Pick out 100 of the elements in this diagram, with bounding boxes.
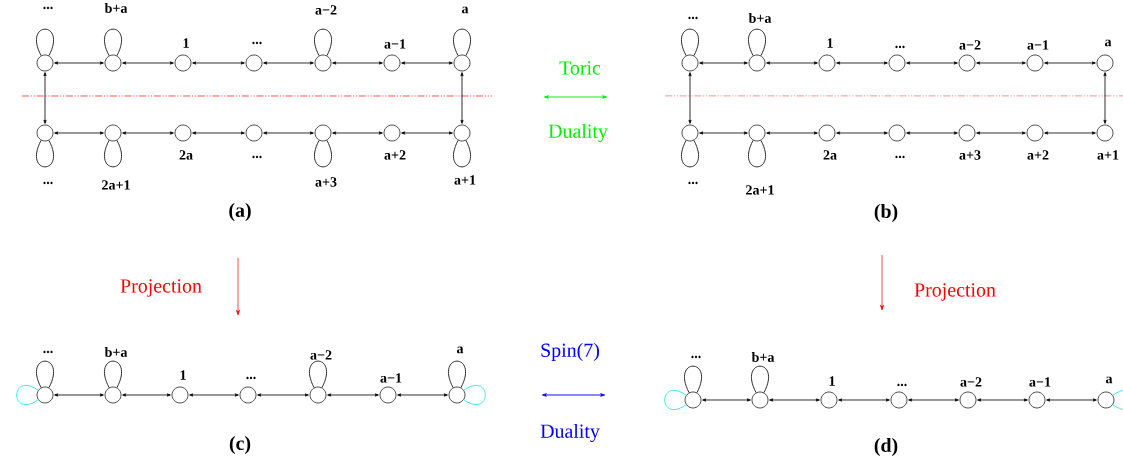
self-loop — [36, 360, 54, 389]
arrow — [1044, 131, 1096, 135]
arrow — [192, 131, 245, 135]
node-label: ... — [246, 376, 256, 380]
node-label: a−2 — [315, 5, 337, 15]
arrow — [688, 72, 692, 124]
node-label: ... — [43, 181, 53, 185]
node-label: ... — [43, 6, 53, 10]
projection-label: Projection — [120, 279, 202, 297]
self-loop — [36, 28, 54, 57]
node-label: b+a — [751, 352, 775, 362]
arrow — [401, 131, 453, 135]
duality-label: Duality — [540, 423, 600, 443]
arrow — [192, 61, 245, 65]
node-label: ... — [897, 383, 907, 387]
arrow — [332, 61, 383, 65]
node-label: a+3 — [315, 177, 337, 187]
self-loop — [748, 28, 766, 57]
self-loop — [453, 28, 471, 57]
self-loop — [463, 384, 486, 406]
arrow — [122, 393, 171, 397]
node-label: ... — [895, 155, 905, 159]
node-label: a — [1104, 39, 1112, 47]
node-label: a+3 — [959, 150, 981, 160]
projection-label: Projection — [914, 283, 996, 301]
panel-caption: (a) — [229, 202, 251, 222]
node-label: b+a — [748, 13, 772, 23]
node-label: a — [1105, 376, 1113, 384]
node-label: a+2 — [384, 150, 406, 160]
self-loop — [309, 360, 327, 389]
arrow — [976, 131, 1026, 135]
self-loop — [448, 360, 466, 389]
arrow — [401, 61, 453, 65]
node-label: b+a — [104, 347, 128, 357]
node-label: a−1 — [1027, 40, 1049, 50]
arrow — [257, 393, 309, 397]
node-label: a−1 — [384, 39, 406, 49]
arrow — [54, 131, 104, 135]
arrow — [699, 131, 748, 135]
node-label: 2a+1 — [102, 180, 130, 190]
node-label: ... — [688, 181, 698, 185]
arrow — [836, 131, 888, 135]
self-loop — [104, 139, 122, 168]
node-label: 2a — [179, 150, 193, 160]
arrow — [1044, 61, 1096, 65]
arrow — [332, 131, 383, 135]
panel-caption: (b) — [874, 203, 898, 223]
arrow — [838, 398, 890, 402]
arrow — [906, 61, 958, 65]
node-label: ... — [895, 45, 905, 49]
duality-label: Toric — [559, 61, 601, 75]
node-label: 2a+1 — [746, 185, 774, 195]
node-label: ... — [691, 355, 701, 359]
node-label: a+1 — [454, 175, 476, 185]
self-loop — [664, 389, 687, 411]
node-label: a — [461, 6, 469, 14]
arrow — [976, 61, 1026, 65]
self-loop — [104, 360, 122, 389]
node-label: ... — [43, 350, 53, 354]
self-loop — [681, 28, 699, 57]
self-loop — [751, 365, 769, 394]
node-label: a−1 — [1029, 377, 1051, 387]
arrow — [460, 72, 464, 124]
self-loop — [1112, 389, 1123, 411]
arrow — [327, 393, 379, 397]
arrow — [836, 61, 888, 65]
arrow — [189, 393, 239, 397]
node-label: a−2 — [310, 350, 332, 360]
duality-label: Spin(7) — [541, 342, 599, 362]
panel-caption: (c) — [229, 435, 251, 454]
arrow — [766, 61, 818, 65]
self-loop — [104, 28, 122, 57]
arrow — [1046, 398, 1097, 402]
node-label: b+a — [104, 3, 128, 13]
arrow — [702, 398, 751, 402]
node-label: ... — [252, 155, 262, 159]
self-loop — [36, 139, 54, 168]
node-label: a — [456, 346, 464, 354]
node-label: 1 — [180, 370, 186, 380]
arrow — [54, 61, 104, 65]
arrow — [397, 393, 448, 397]
node-label: ... — [688, 16, 698, 20]
self-loop — [16, 384, 39, 406]
panel-caption: (d) — [874, 437, 898, 456]
arrow — [769, 398, 820, 402]
arrow — [977, 398, 1028, 402]
duality-label: Duality — [548, 123, 608, 143]
self-loop — [314, 139, 332, 168]
node-label: 2a — [823, 150, 837, 160]
node-label: a+2 — [1027, 150, 1049, 160]
arrow — [263, 61, 314, 65]
arrow — [43, 72, 47, 124]
arrow — [122, 131, 174, 135]
arrow — [122, 61, 174, 65]
node-label: a−2 — [960, 377, 982, 387]
self-loop — [748, 139, 766, 168]
self-loop — [684, 365, 702, 394]
self-loop — [314, 28, 332, 57]
node-label: ... — [252, 41, 262, 45]
node-label: 1 — [829, 376, 835, 386]
